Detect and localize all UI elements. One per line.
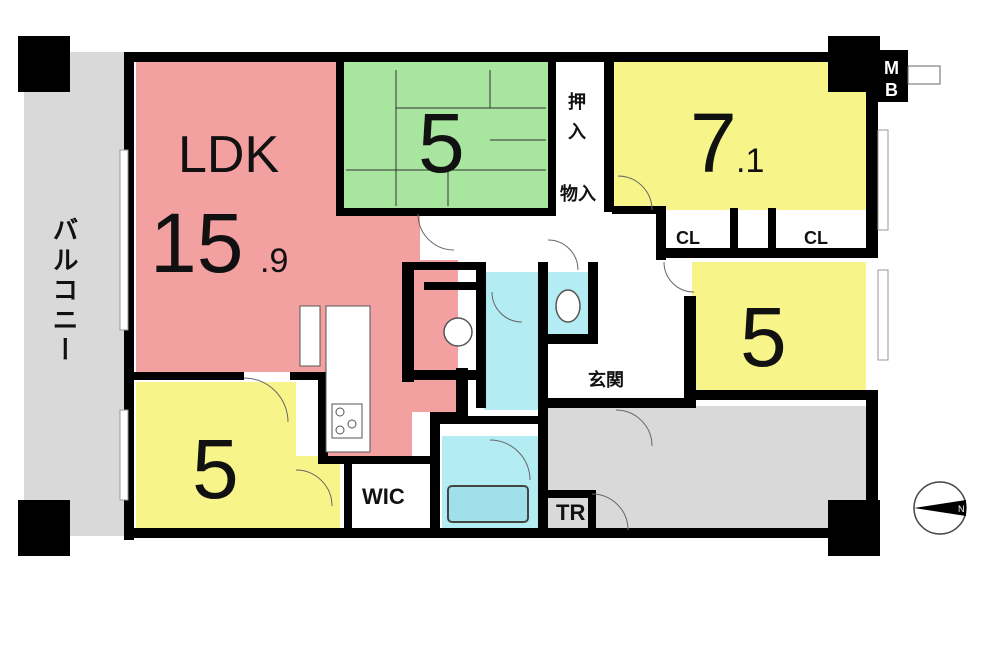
north-arrow-icon: N bbox=[913, 481, 967, 535]
tatami-lines bbox=[346, 70, 546, 206]
walls bbox=[124, 52, 878, 540]
washitsu-size: 5 bbox=[418, 96, 465, 190]
cl-label-1: CL bbox=[676, 228, 700, 248]
balcony-area bbox=[24, 52, 128, 536]
windows bbox=[119, 129, 889, 501]
door-swings bbox=[243, 175, 695, 531]
balcony-label: バルコニー bbox=[49, 216, 79, 366]
entry-hall bbox=[548, 406, 878, 530]
east-room-size: 5 bbox=[740, 290, 787, 384]
washroom bbox=[484, 272, 538, 410]
oshiire-label-1: 押 bbox=[568, 91, 586, 112]
ldk-size: 15 bbox=[150, 196, 243, 290]
genkan-label: 玄関 bbox=[588, 369, 624, 390]
structural-columns bbox=[18, 36, 908, 556]
wic-label: WIC bbox=[362, 484, 405, 509]
mb-label-1: M bbox=[884, 58, 899, 78]
room-east bbox=[692, 262, 866, 398]
kitchen-counter bbox=[299, 305, 371, 453]
monoire-label: 物入 bbox=[560, 183, 596, 204]
washbasin bbox=[443, 317, 473, 347]
ldk-room bbox=[136, 62, 458, 460]
room-nw bbox=[612, 62, 866, 210]
bathtub bbox=[447, 485, 529, 523]
tr-label: TR bbox=[556, 500, 585, 525]
ldk-size-decimal: .9 bbox=[260, 242, 288, 280]
room-sw bbox=[136, 382, 340, 528]
svg-text:N: N bbox=[958, 504, 965, 514]
mb-door bbox=[907, 65, 941, 85]
nw-room-size: 7 bbox=[690, 96, 737, 190]
toilet-bowl bbox=[555, 289, 581, 323]
mb-label-2: B bbox=[885, 80, 898, 100]
oshiire-label-2: 入 bbox=[568, 122, 586, 142]
cl-label-2: CL bbox=[804, 228, 828, 248]
oshiire-closet bbox=[554, 62, 606, 170]
nw-room-size-decimal: .1 bbox=[736, 142, 764, 180]
sw-room-size: 5 bbox=[192, 422, 239, 516]
ldk-label: LDK bbox=[178, 126, 279, 184]
washitsu-room bbox=[340, 62, 552, 212]
